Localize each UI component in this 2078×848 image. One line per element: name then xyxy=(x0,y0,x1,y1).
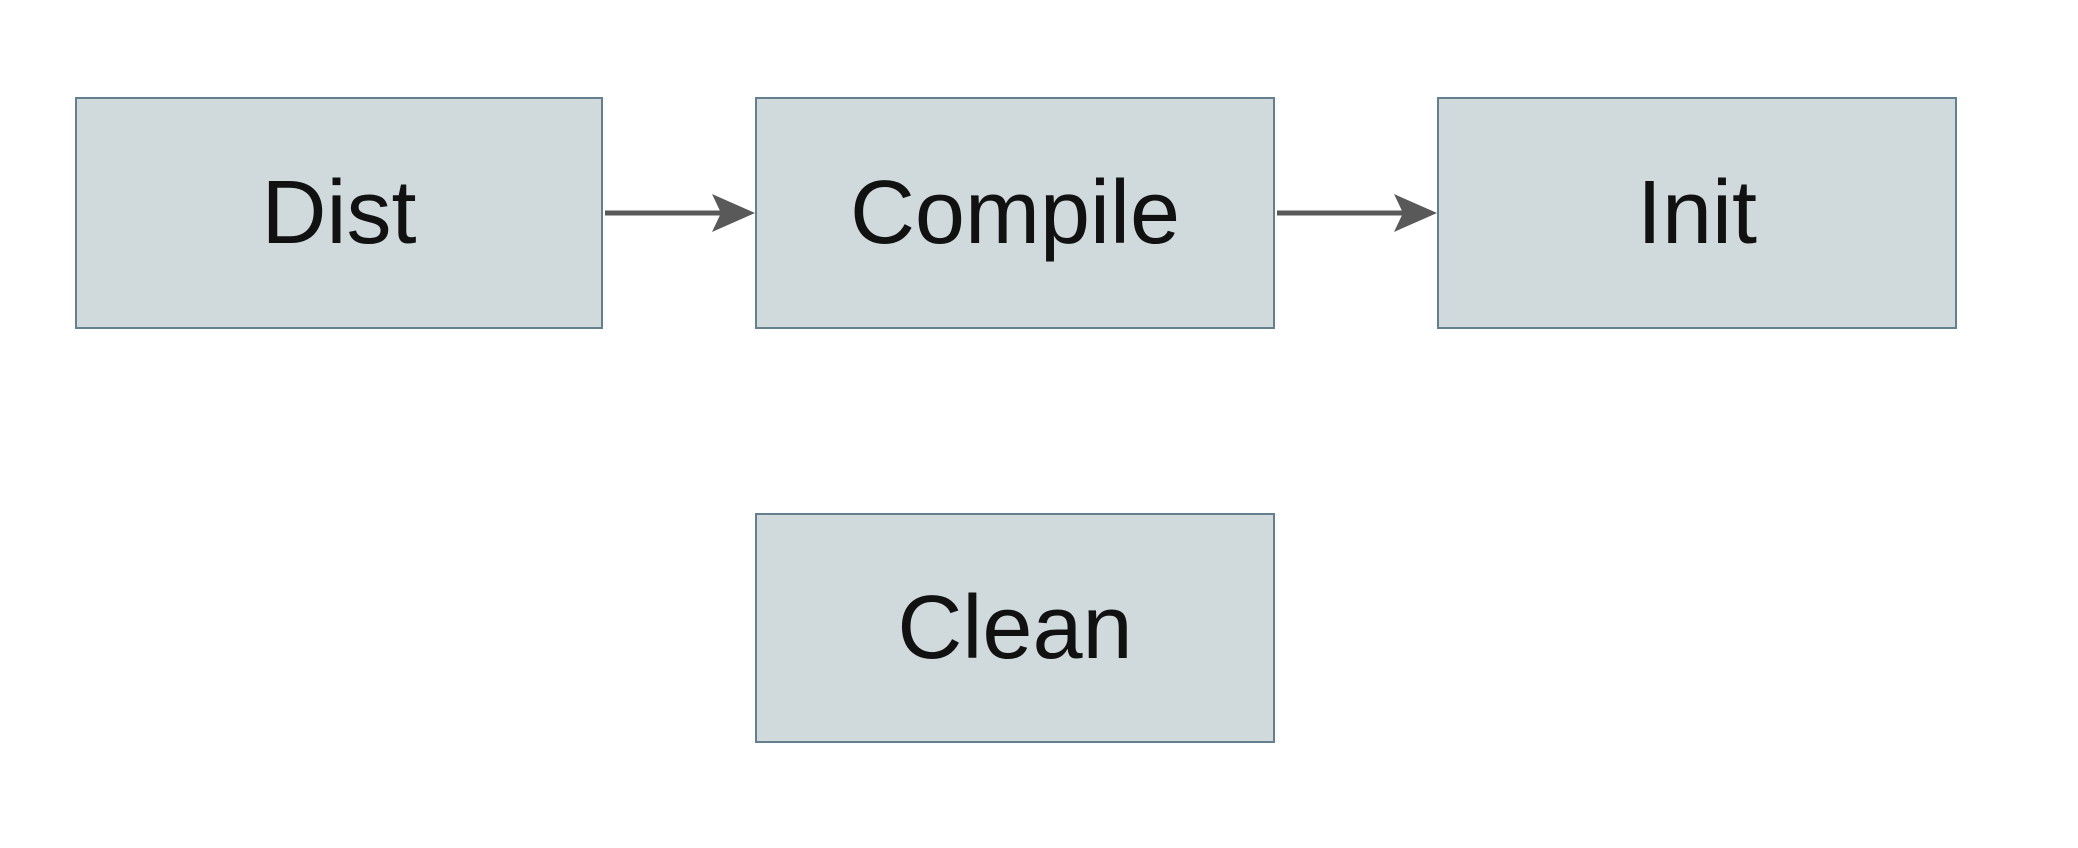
node-init[interactable]: Init xyxy=(1437,97,1957,329)
node-dist[interactable]: Dist xyxy=(75,97,603,329)
node-init-label: Init xyxy=(1636,163,1758,263)
node-compile-label: Compile xyxy=(849,163,1181,263)
edge-compile-to-init[interactable] xyxy=(1277,194,1437,232)
node-compile[interactable]: Compile xyxy=(755,97,1275,329)
arrowhead-icon xyxy=(712,194,755,232)
arrowhead-icon xyxy=(1394,194,1437,232)
edge-dist-to-compile[interactable] xyxy=(605,194,755,232)
node-clean-label: Clean xyxy=(897,578,1133,678)
node-clean[interactable]: Clean xyxy=(755,513,1275,743)
node-dist-label: Dist xyxy=(261,163,417,263)
